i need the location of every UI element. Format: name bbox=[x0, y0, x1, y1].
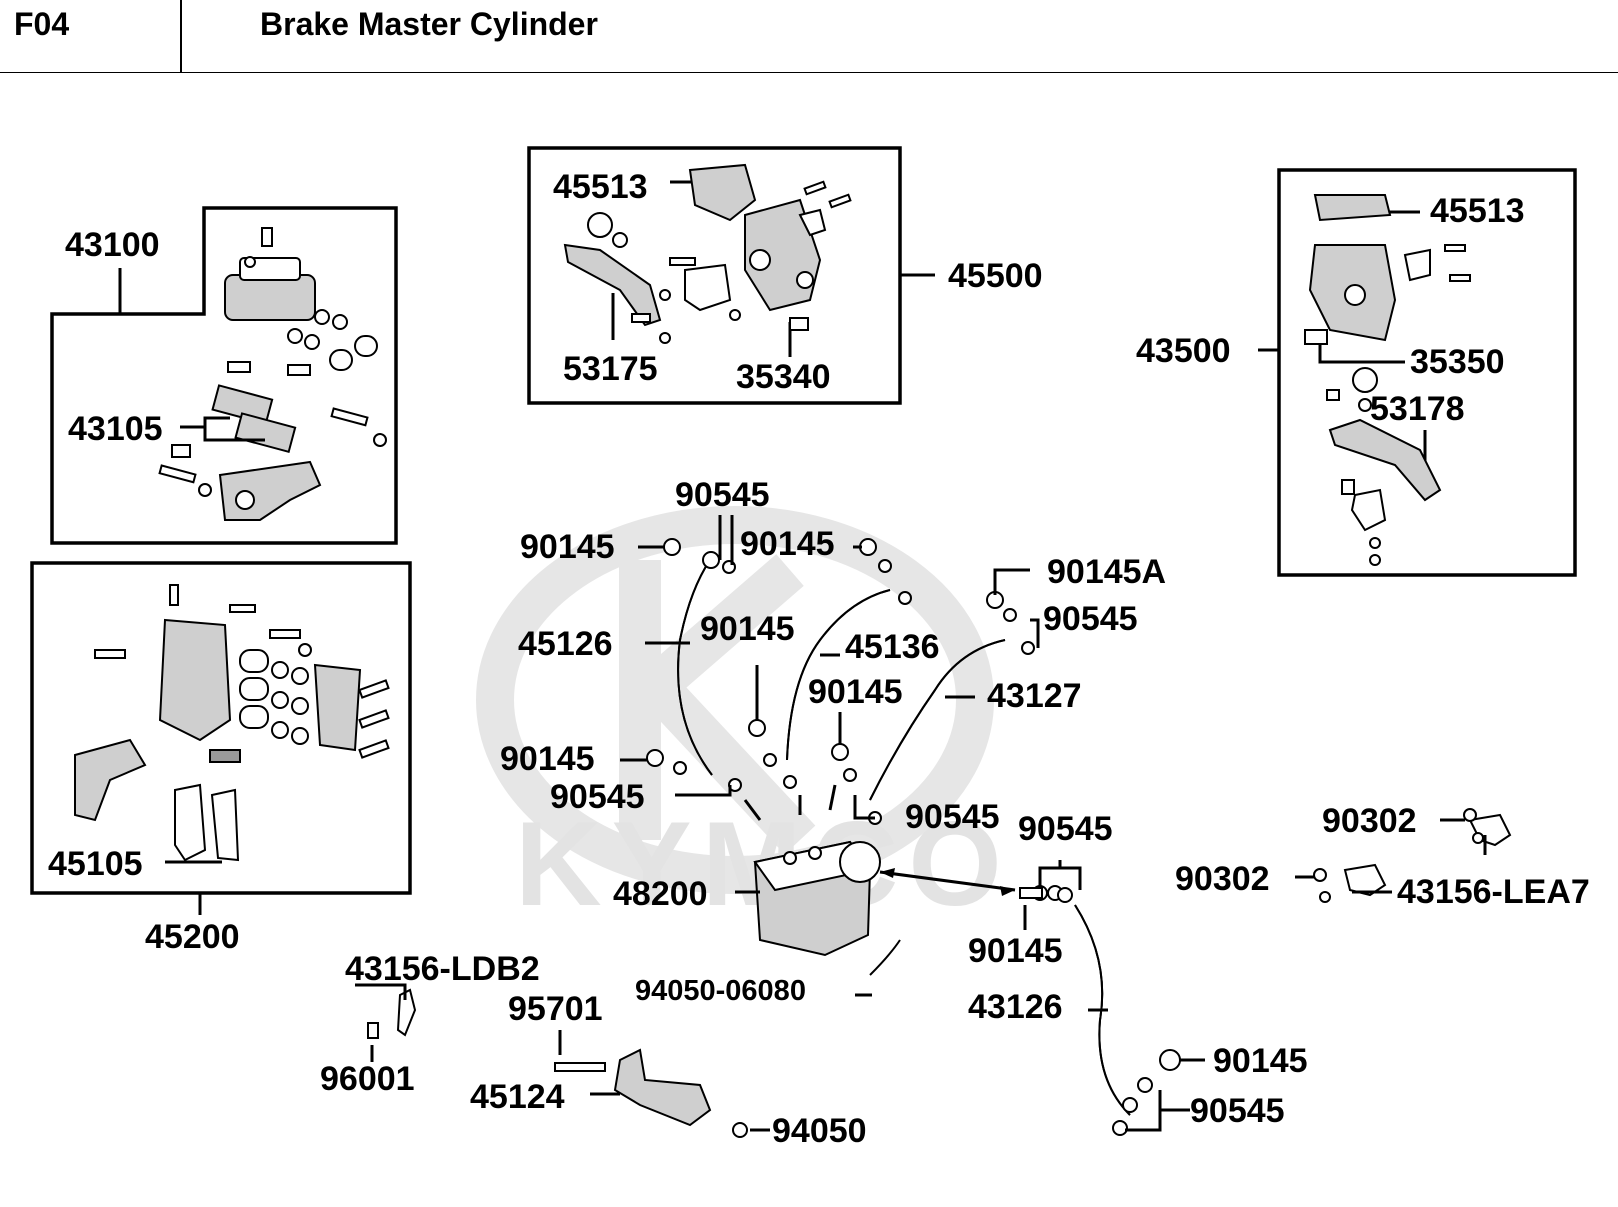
label-90145-g: 90145 bbox=[1213, 1042, 1308, 1080]
label-43500: 43500 bbox=[1136, 332, 1231, 370]
label-53175: 53175 bbox=[563, 350, 658, 388]
clamps-43156-lea7 bbox=[1313, 808, 1512, 903]
label-43156-LDB2: 43156-LDB2 bbox=[345, 950, 540, 988]
brake-hoses bbox=[646, 538, 1181, 1136]
label-90302-b: 90302 bbox=[1175, 860, 1270, 898]
master-cylinder-box-43500 bbox=[1258, 168, 1577, 577]
label-43126: 43126 bbox=[968, 988, 1063, 1026]
header-divider bbox=[180, 0, 182, 72]
label-45126: 45126 bbox=[518, 625, 613, 663]
caliper-box-45200 bbox=[30, 561, 412, 915]
label-48200: 48200 bbox=[613, 875, 708, 913]
label-45136: 45136 bbox=[845, 628, 940, 666]
label-90545-d: 90545 bbox=[905, 798, 1000, 836]
master-cylinder-box-45500 bbox=[527, 146, 935, 405]
label-90145-e: 90145 bbox=[500, 740, 595, 778]
label-96001: 96001 bbox=[320, 1060, 415, 1098]
label-90145A: 90145A bbox=[1047, 553, 1166, 591]
abs-modulator-48200 bbox=[735, 784, 1016, 976]
label-90545-c: 90545 bbox=[550, 778, 645, 816]
label-45513-left: 45513 bbox=[553, 168, 648, 206]
label-43105: 43105 bbox=[68, 410, 163, 448]
label-35350: 35350 bbox=[1410, 343, 1505, 381]
label-94050-06080: 94050-06080 bbox=[635, 975, 806, 1007]
label-90545-e: 90545 bbox=[1018, 810, 1113, 848]
label-95701: 95701 bbox=[508, 990, 603, 1028]
label-90145-f: 90145 bbox=[968, 932, 1063, 970]
label-90145-c: 90145 bbox=[700, 610, 795, 648]
label-90545-b: 90545 bbox=[1043, 600, 1138, 638]
page-header: F04 Brake Master Cylinder bbox=[0, 0, 1618, 73]
leader-lines bbox=[180, 425, 1487, 1132]
caliper-box-43100 bbox=[50, 206, 398, 545]
label-45105: 45105 bbox=[48, 845, 143, 883]
label-43127: 43127 bbox=[987, 677, 1082, 715]
label-35340: 35340 bbox=[736, 358, 831, 396]
label-94050: 94050 bbox=[772, 1112, 867, 1150]
label-43156-LEA7: 43156-LEA7 bbox=[1397, 873, 1590, 911]
label-90145-d: 90145 bbox=[808, 673, 903, 711]
label-45500: 45500 bbox=[948, 257, 1043, 295]
label-53178: 53178 bbox=[1370, 390, 1465, 428]
label-45200: 45200 bbox=[145, 918, 240, 956]
part-labels: 43100 43105 45200 45105 45513 45500 5317… bbox=[48, 168, 1590, 1150]
bracket-45124 bbox=[355, 983, 770, 1138]
label-90545-top: 90545 bbox=[675, 476, 770, 514]
label-90145-a: 90145 bbox=[520, 528, 615, 566]
label-90302-a: 90302 bbox=[1322, 802, 1417, 840]
label-45124: 45124 bbox=[470, 1078, 565, 1116]
label-90545-f: 90545 bbox=[1190, 1092, 1285, 1130]
label-90145-b: 90145 bbox=[740, 525, 835, 563]
section-code: F04 bbox=[14, 6, 70, 42]
label-45513-right: 45513 bbox=[1430, 192, 1525, 230]
label-43100: 43100 bbox=[65, 226, 160, 264]
page-title: Brake Master Cylinder bbox=[260, 6, 598, 42]
